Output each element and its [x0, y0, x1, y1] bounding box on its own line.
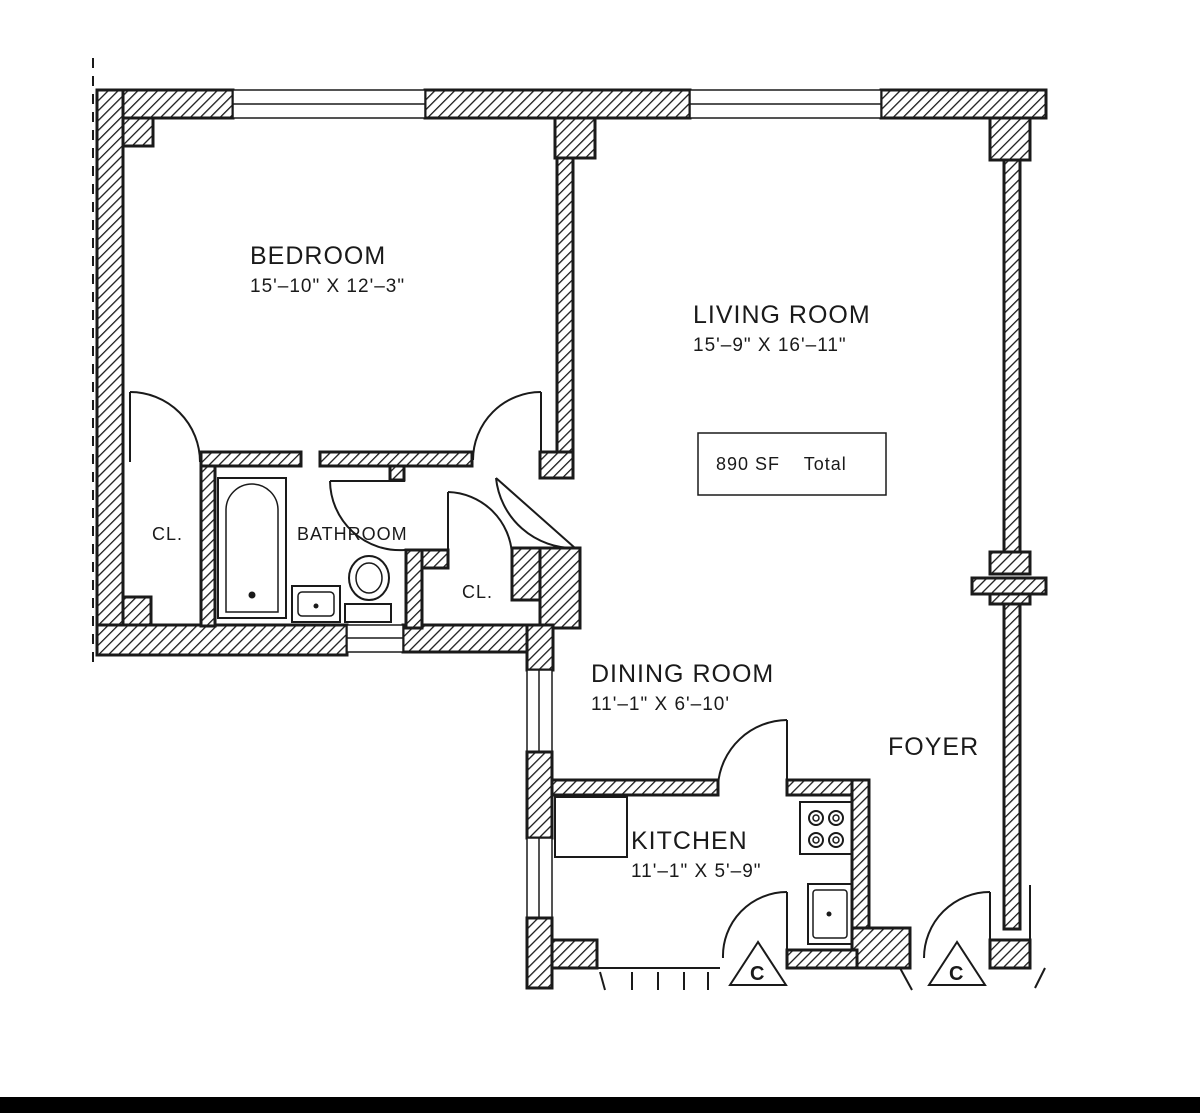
- compactor-marker-1: [728, 940, 788, 986]
- kitchen-radiator: [597, 967, 1046, 991]
- door-kitchen-service: [721, 891, 788, 960]
- closet-2-label: CL.: [462, 582, 493, 602]
- dining-room-dims: 11'–1" X 6'–10': [591, 694, 730, 715]
- door-bedroom-closet: [129, 391, 201, 463]
- right-exterior-wall: [1002, 158, 1022, 560]
- bedroom-wing-bottom-wall: [95, 623, 349, 657]
- left-exterior-wall: [95, 88, 125, 657]
- foyer-label: FOYER: [888, 733, 979, 761]
- bedroom-dims: 15'–10" X 12'–3": [250, 276, 405, 297]
- door-closet-2: [447, 491, 513, 560]
- living-room-dims: 15'–9" X 16'–11": [693, 335, 847, 356]
- closet-1-label: CL.: [152, 524, 183, 544]
- door-bathroom: [329, 480, 406, 552]
- kitchen-sink: [807, 883, 853, 945]
- bathroom-sink: [291, 585, 341, 623]
- living-room-label: LIVING ROOM: [693, 301, 871, 329]
- toilet: [344, 555, 392, 623]
- door-hall: [495, 477, 576, 550]
- door-kitchen: [717, 719, 788, 790]
- compactor-marker-2: [927, 940, 987, 986]
- bedroom-label: BEDROOM: [250, 242, 386, 270]
- kitchen-dims: 11'–1" X 5'–9": [631, 861, 762, 882]
- top-exterior-wall: [95, 88, 1048, 162]
- dining-left-wall: [525, 750, 554, 840]
- bottom-bar: [0, 1097, 1200, 1113]
- kitchen-counter: [554, 796, 628, 858]
- bathroom-label: BATHROOM: [297, 524, 408, 544]
- bedroom-living-partition: [555, 156, 575, 480]
- compactor-1-letter: C: [750, 963, 765, 985]
- total-area-label: 890 SF Total: [716, 454, 847, 474]
- compactor-2-letter: C: [949, 963, 964, 985]
- door-bedroom-to-living: [472, 391, 542, 461]
- kitchen-top-wall: [550, 778, 720, 797]
- door-entry: [923, 891, 991, 960]
- stove-icon: [799, 801, 853, 855]
- bathtub: [217, 477, 287, 619]
- kitchen-label: KITCHEN: [631, 827, 748, 855]
- total-area-box: [697, 432, 887, 496]
- dining-room-label: DINING ROOM: [591, 660, 774, 688]
